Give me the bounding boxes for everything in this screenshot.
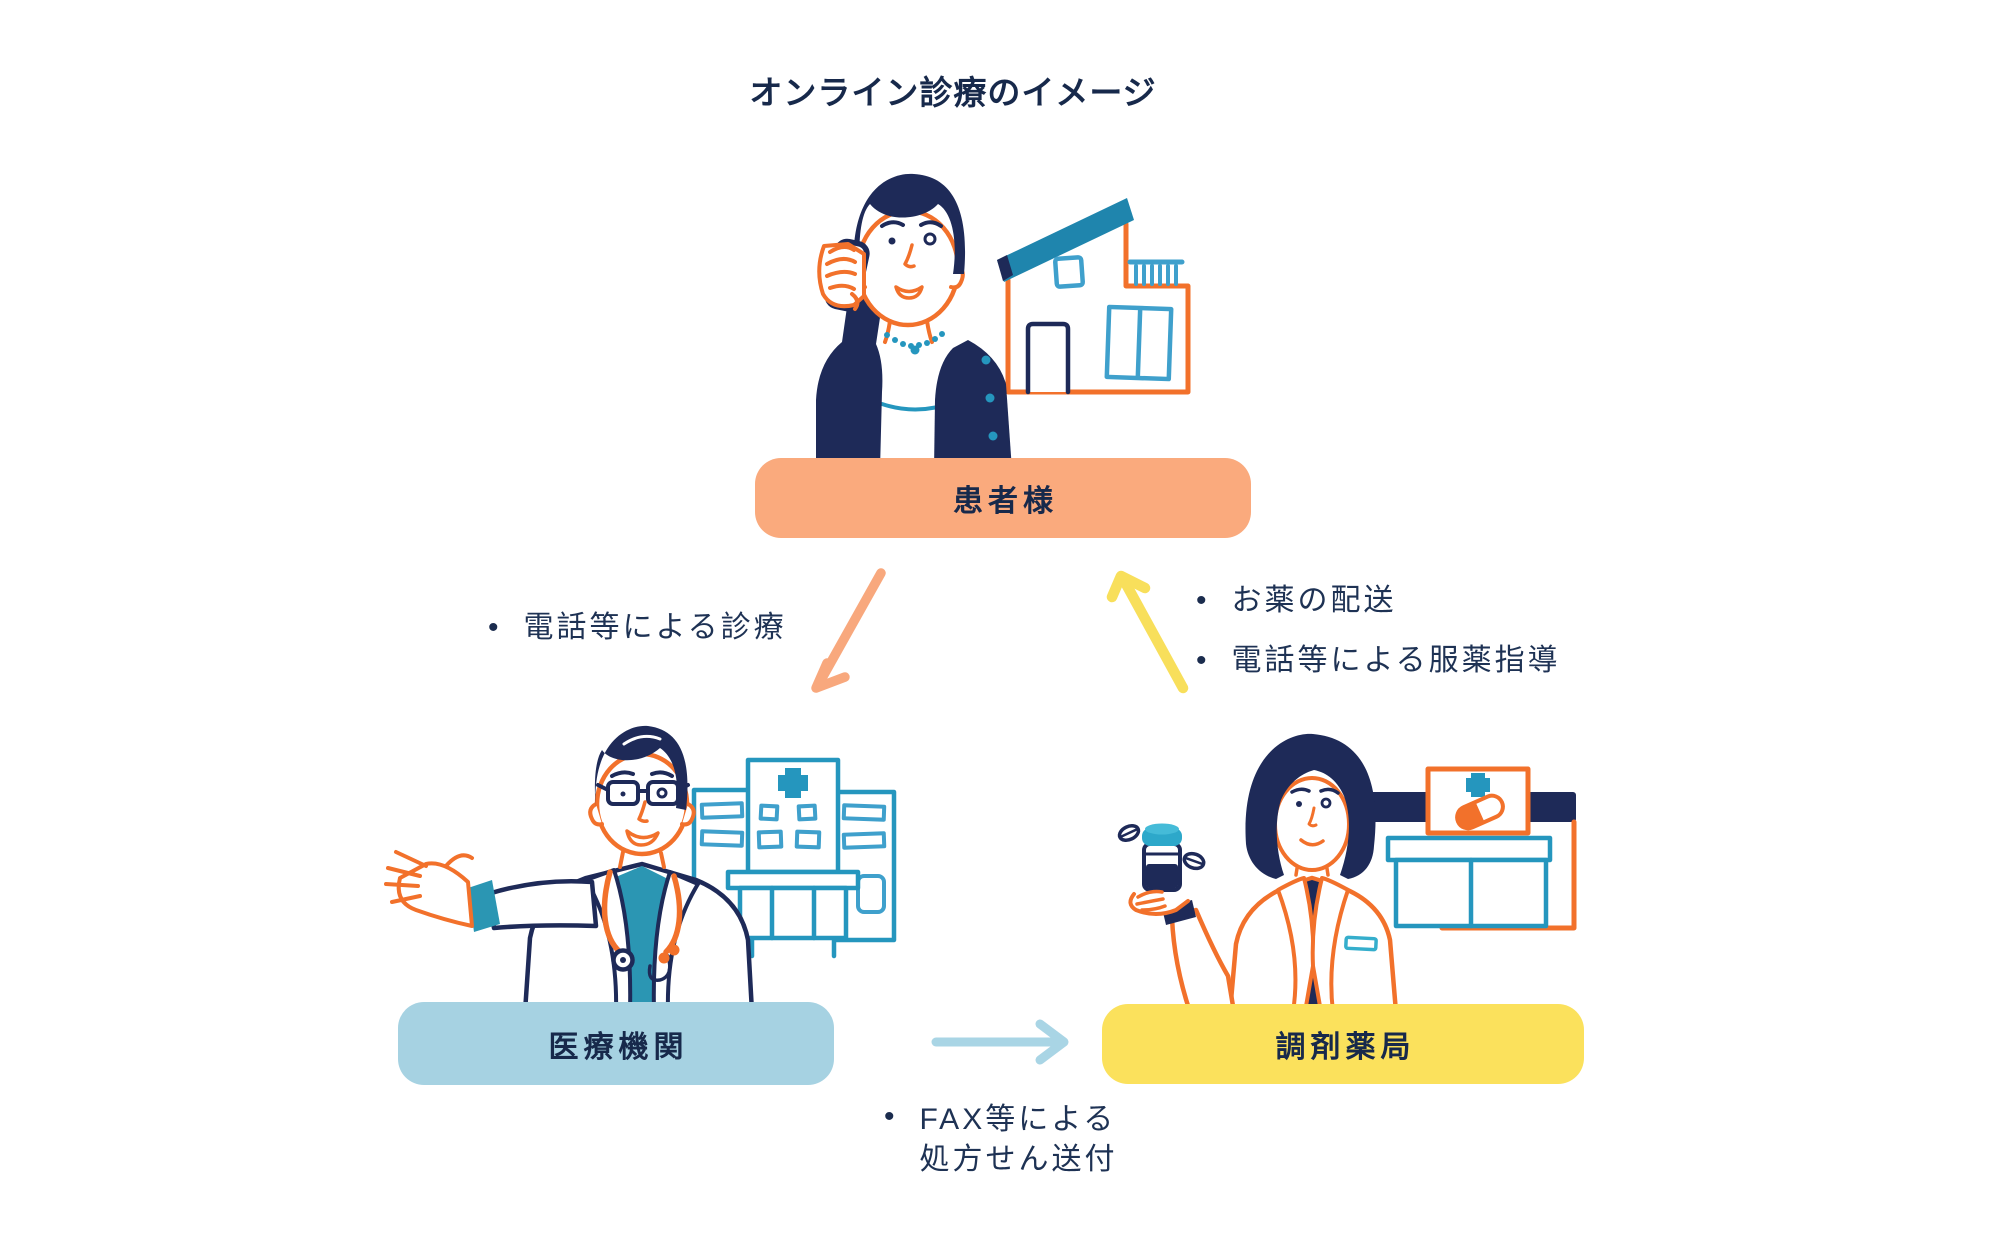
house-window-small [1053,255,1085,289]
diagram-title: オンライン診療のイメージ [749,74,1157,111]
edge-label-line-1: FAX等による [919,1103,1117,1136]
patient-person [816,173,1012,470]
bullet-icon: • [884,1100,898,1133]
house-window-large [1104,304,1174,382]
medical-cross-icon [778,768,808,798]
edge-label-text: 電話等による服薬指導 [1231,644,1561,677]
hospital-icon [691,757,897,959]
pill-icon [1117,823,1206,871]
pharmacist-person [1117,733,1399,1012]
waving-hand [396,861,474,928]
patient-node-label: 患者様 [953,485,1058,518]
doctor-person [384,725,755,1012]
arrow-pharmacy-to-patient-icon [1106,570,1189,694]
cardigan [934,340,1012,470]
drugstore-icon [1368,766,1577,931]
edge-label-text: お薬の配送 [1231,584,1397,617]
bullet-icon: • [488,611,502,644]
edge-label-clinic-to-pharmacy: • FAX等による 処方せん送付 [884,1100,1118,1180]
hair [594,725,688,812]
house-door [1025,321,1071,395]
medicine-bottle-icon [1142,823,1182,892]
hair [1245,733,1376,879]
pharmacy-node: 調剤薬局 [1102,1004,1584,1084]
patient-node: 患者様 [755,458,1251,538]
face [1273,776,1351,872]
pharmacy-illustration [1117,733,1577,1012]
lab-coat [1227,875,1399,1012]
capsule-icon [1455,793,1505,831]
lab-coat [522,861,755,1012]
bullet-icon: • [1196,584,1210,617]
pharmacy-node-label: 調剤薬局 [1275,1031,1416,1064]
edge-label-patient-to-clinic: • 電話等による診療 [488,611,787,645]
edge-label-line-2: 処方せん送付 [919,1143,1118,1176]
clinic-node: 医療機関 [398,1002,834,1085]
hand [817,242,866,309]
edge-label-text: 電話等による診療 [523,611,787,644]
edge-label-pharmacy-to-patient: • お薬の配送 • 電話等による服薬指導 [1196,584,1561,678]
edge-label-text: FAX等による 処方せん送付 [920,1100,1118,1180]
glasses-icon [596,780,690,806]
face [594,751,690,857]
face [855,208,961,328]
medical-cross-icon [1466,773,1490,797]
patient-illustration [816,173,1191,470]
hand [1128,892,1190,916]
clinic-illustration [384,725,897,1012]
bullet-icon: • [1196,644,1210,677]
stethoscope-icon [601,869,683,982]
arrow-clinic-to-pharmacy-icon [931,1019,1069,1065]
pharmacy-sign [1425,766,1531,836]
balcony-railing [1127,259,1185,286]
necklace [884,331,945,355]
arrow-patient-to-clinic-icon [811,568,886,693]
name-badge [1344,935,1378,952]
phone-icon [824,238,870,312]
hair [853,173,966,276]
house-icon [997,198,1191,395]
clinic-node-label: 医療機関 [548,1030,689,1064]
